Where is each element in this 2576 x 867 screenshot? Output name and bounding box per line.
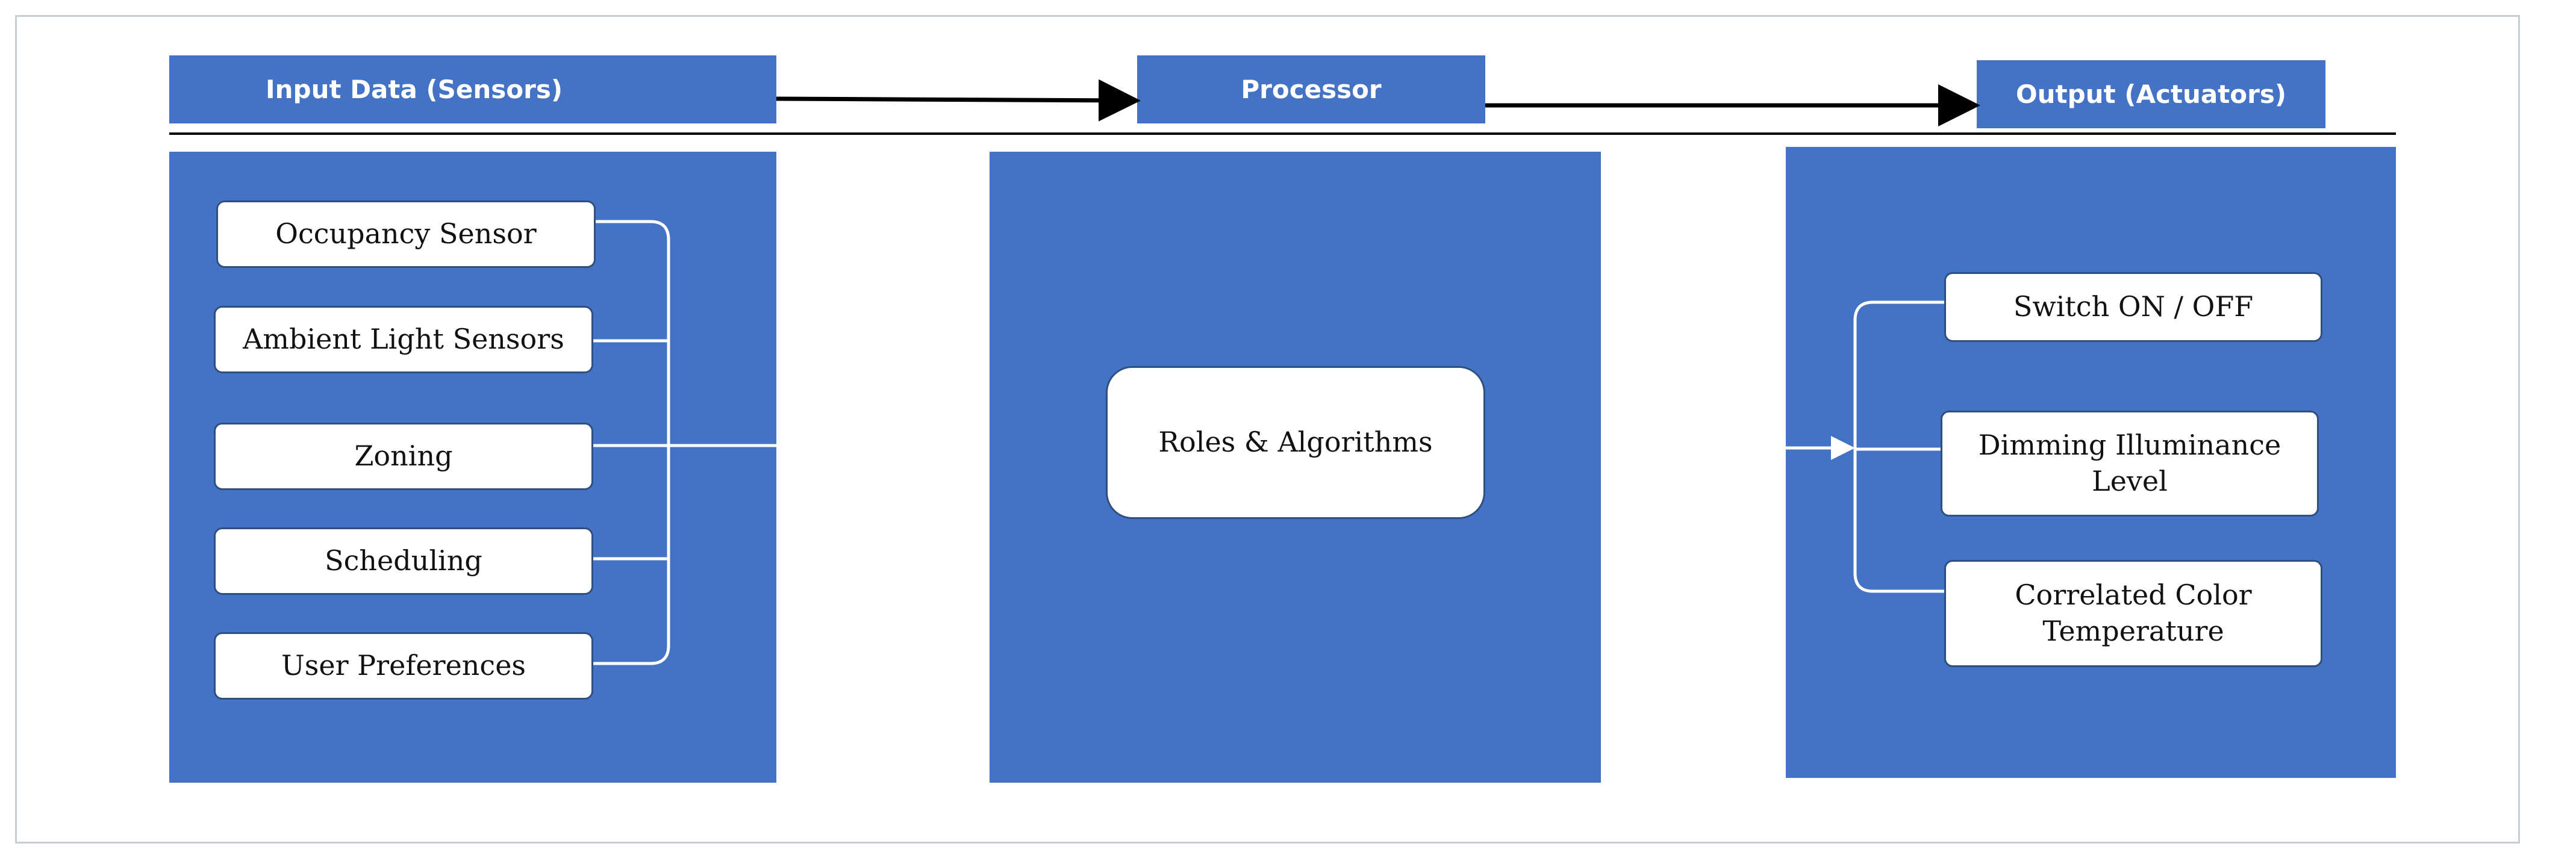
input-data-header-label: Input Data (Sensors) [266, 75, 563, 104]
output-actuators-header: Output (Actuators) [1977, 60, 2325, 128]
output-box-label: Switch ON / OFF [2013, 290, 2254, 323]
input-box-user-preferences: User Preferences [214, 632, 593, 700]
input-box-label: Zoning [354, 440, 453, 473]
input-box-label: Occupancy Sensor [275, 217, 537, 250]
processor-box-label: Roles & Algorithms [1158, 426, 1433, 459]
output-box-label: Dimming Illuminance Level [1978, 429, 2281, 497]
processor-header: Processor [1137, 55, 1485, 123]
output-box-switch-on-off: Switch ON / OFF [1944, 272, 2322, 342]
input-box-scheduling: Scheduling [214, 527, 593, 595]
input-box-zoning: Zoning [214, 423, 593, 490]
processor-box-roles-algorithms: Roles & Algorithms [1106, 366, 1485, 519]
processor-header-label: Processor [1241, 75, 1382, 104]
input-box-label: Scheduling [325, 544, 482, 577]
diagram-frame [15, 15, 2520, 844]
output-box-label: Correlated Color Temperature [2015, 579, 2252, 647]
input-data-header: Input Data (Sensors) [169, 55, 776, 123]
input-box-occupancy-sensor: Occupancy Sensor [216, 200, 596, 268]
output-actuators-header-label: Output (Actuators) [2015, 79, 2287, 109]
input-box-ambient-light-sensors: Ambient Light Sensors [214, 306, 593, 373]
output-box-correlated-color-temperature: Correlated Color Temperature [1944, 560, 2322, 667]
input-box-label: Ambient Light Sensors [243, 323, 564, 356]
output-box-dimming-illuminance-level: Dimming Illuminance Level [1941, 411, 2319, 517]
input-box-label: User Preferences [281, 649, 526, 682]
